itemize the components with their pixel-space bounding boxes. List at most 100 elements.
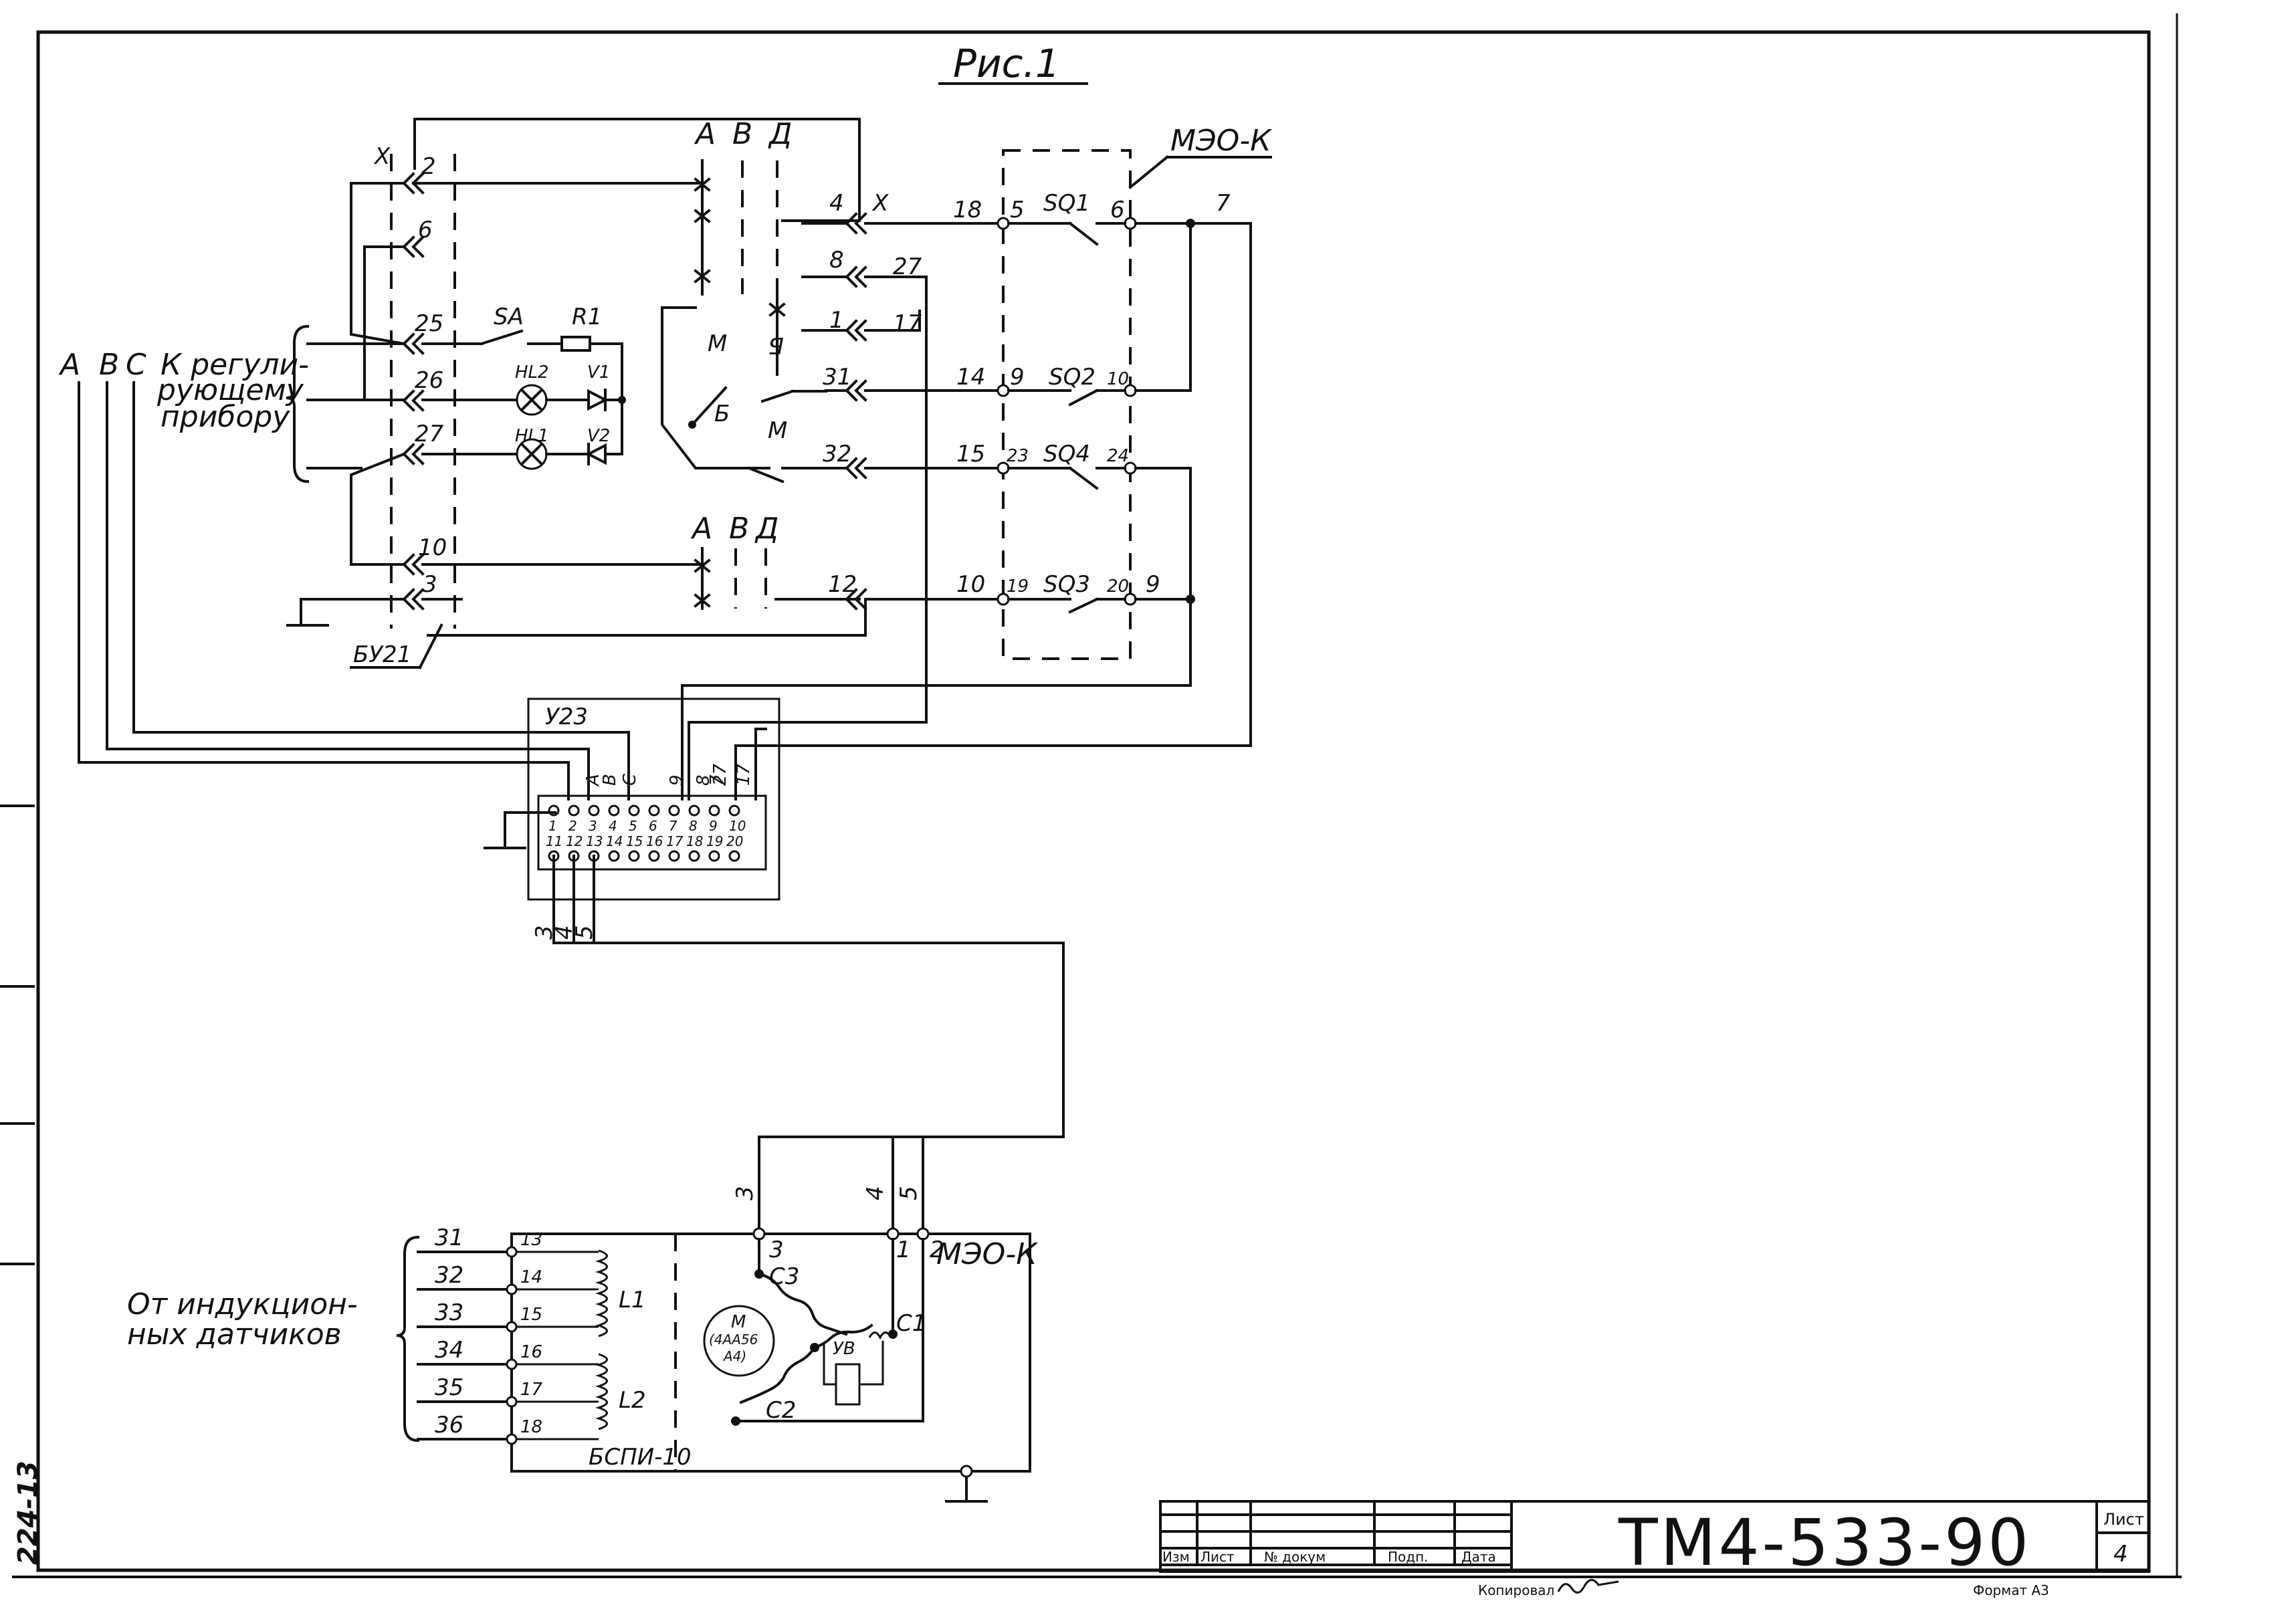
svg-text:Подп.: Подп.	[1388, 1549, 1429, 1565]
connector-pin-top	[568, 805, 580, 817]
svg-text:3: 3	[769, 1237, 784, 1263]
svg-text:Дата: Дата	[1461, 1549, 1496, 1565]
bu21-label: БУ21	[353, 641, 411, 668]
connector-wire-label: 27	[710, 763, 730, 786]
sensor-terminal-label: 15	[520, 1305, 542, 1325]
connector-pin-bottom	[688, 850, 700, 862]
svg-text:SQ3: SQ3	[1043, 571, 1090, 598]
connector-pin-bottom	[728, 850, 740, 862]
svg-text:М: М	[768, 417, 787, 444]
svg-text:15: 15	[956, 441, 985, 467]
svg-text:Б: Б	[714, 401, 730, 427]
svg-text:24: 24	[1107, 446, 1129, 466]
svg-text:3: 3	[423, 571, 437, 598]
svg-text:25: 25	[415, 310, 443, 337]
svg-text:4: 4	[829, 190, 844, 217]
sensor-terminal-label: 14	[520, 1267, 542, 1287]
svg-text:М: М	[731, 1312, 746, 1332]
sensor-terminal-label: 18	[520, 1417, 542, 1437]
svg-text:Лист: Лист	[1201, 1549, 1235, 1565]
svg-text:8: 8	[829, 247, 844, 274]
sensor-terminal-label: 13	[520, 1230, 542, 1250]
svg-text:рующему: рующему	[156, 373, 304, 407]
sensor-terminal-label: 16	[520, 1342, 542, 1362]
connector-wire-label: 8	[694, 774, 714, 786]
connector-pin-label: 11	[546, 833, 562, 849]
svg-text:К регули-: К регули-	[161, 348, 309, 382]
svg-text:Д: Д	[754, 512, 778, 546]
connector-wire-label: С	[620, 773, 640, 786]
connector-pin-label: 16	[646, 833, 663, 849]
svg-text:А: А	[690, 512, 712, 546]
sensor-terminal	[506, 1396, 518, 1408]
sensor-terminal	[506, 1358, 518, 1370]
svg-text:С2: С2	[766, 1397, 796, 1424]
connector-pin-top	[588, 805, 600, 817]
connector-pin-bottom	[708, 850, 720, 862]
u23-block: У23	[527, 698, 780, 901]
svg-text:А: А	[58, 348, 80, 382]
svg-text:прибору: прибору	[161, 400, 290, 434]
sensor-wire-label: 35	[435, 1374, 463, 1401]
connector-pin-bottom	[608, 850, 620, 862]
svg-text:V2: V2	[587, 426, 610, 446]
connector-pin-label: 10	[729, 818, 746, 834]
document-code: ТМ4-533-90	[1618, 1505, 2031, 1580]
connector-wire-label: 9	[667, 774, 687, 786]
svg-text:5: 5	[1010, 197, 1025, 223]
svg-text:4: 4	[551, 925, 578, 940]
connector-pin-label: 6	[649, 818, 657, 834]
sheet-number: 4	[2113, 1541, 2128, 1568]
svg-text:23: 23	[1007, 446, 1029, 466]
svg-text:5: 5	[571, 925, 598, 940]
sensor-wire-label: 36	[435, 1412, 463, 1438]
svg-text:УВ: УВ	[833, 1339, 855, 1359]
svg-text:Д: Д	[768, 117, 792, 151]
svg-text:18: 18	[953, 197, 982, 223]
margin-note: 224-13	[13, 1461, 43, 1565]
svg-text:В: В	[99, 348, 119, 382]
connector-pin-label: 15	[626, 833, 643, 849]
svg-text:SA: SA	[494, 304, 524, 330]
connector-pin-top	[688, 805, 700, 817]
connector-pin-label: 3	[589, 818, 597, 834]
svg-text:В: В	[729, 512, 749, 546]
svg-text:9: 9	[1010, 364, 1025, 391]
bu21-block: БУ21	[350, 154, 456, 669]
connector-pin-label: 19	[706, 833, 723, 849]
connector-pin-bottom	[668, 850, 680, 862]
svg-text:17: 17	[893, 310, 922, 337]
connector-wire-label: 7	[707, 774, 727, 786]
svg-text:10: 10	[1107, 369, 1129, 389]
sensor-wire-label: 31	[435, 1224, 463, 1251]
connector-pin-label: 20	[726, 833, 743, 849]
svg-text:ных датчиков: ных датчиков	[127, 1317, 342, 1352]
svg-text:2: 2	[930, 1237, 944, 1263]
connector-pin-top	[628, 805, 640, 817]
svg-text:С1: С1	[896, 1310, 926, 1337]
svg-text:14: 14	[956, 364, 985, 391]
connector-pin-label: 7	[669, 818, 677, 834]
connector-pin-top	[648, 805, 660, 817]
connector-pin-label: 1	[548, 818, 557, 834]
right-terminals: 4 Х 8 1 31 32 12	[823, 190, 889, 611]
connector-pin-label: 18	[686, 833, 703, 849]
svg-text:4: 4	[862, 1186, 889, 1200]
copied-label: Копировал	[1478, 1582, 1554, 1598]
svg-text:1: 1	[829, 307, 844, 334]
connector-block	[537, 794, 767, 871]
connector-pin-bottom	[628, 850, 640, 862]
svg-text:31: 31	[823, 364, 851, 391]
svg-text:1: 1	[896, 1237, 911, 1263]
connector-pin-label: 14	[606, 833, 623, 849]
sheet-frame	[36, 30, 2151, 1572]
svg-text:3: 3	[531, 925, 558, 940]
connector-pin-label: 8	[689, 818, 698, 834]
svg-text:7: 7	[1216, 190, 1231, 217]
svg-text:R1: R1	[572, 304, 602, 330]
svg-text:6: 6	[1110, 197, 1125, 223]
sensor-wire-label: 32	[435, 1262, 463, 1289]
connector-wire-label: 17	[734, 763, 754, 786]
svg-text:3: 3	[732, 1186, 758, 1200]
